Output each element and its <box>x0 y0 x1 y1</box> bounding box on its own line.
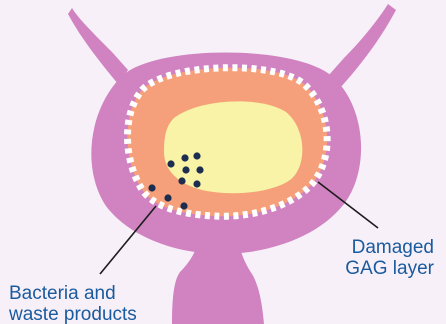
bacteria-dot <box>167 160 174 167</box>
left-ureter <box>68 8 128 84</box>
bacteria-dot <box>193 152 200 159</box>
bacteria-dot <box>196 166 203 173</box>
bacteria-dot <box>178 177 185 184</box>
bacteria-label: Bacteria and waste products <box>9 283 137 324</box>
bacteria-dot <box>164 194 171 201</box>
right-ureter <box>328 4 396 88</box>
bacteria-dot <box>193 180 200 187</box>
bacteria-dot <box>148 184 155 191</box>
bacteria-dot <box>180 202 187 209</box>
bacteria-dot <box>182 166 189 173</box>
damaged-gag-label-line2: GAG layer <box>345 258 434 279</box>
damaged-gag-label-line1: Damaged <box>345 237 434 258</box>
bacteria-label-line1: Bacteria and <box>9 283 137 304</box>
bacteria-dot <box>181 154 188 161</box>
bacteria-label-line2: waste products <box>9 304 137 324</box>
damaged-gag-label: Damaged GAG layer <box>345 237 434 279</box>
